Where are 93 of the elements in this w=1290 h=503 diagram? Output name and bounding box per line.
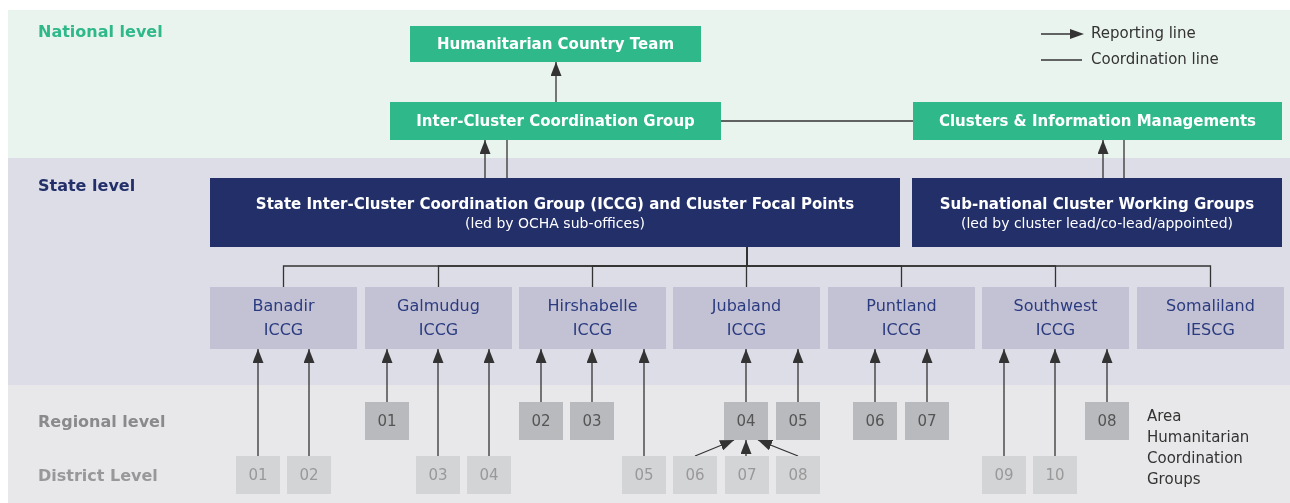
arrow (550, 61, 562, 103)
node-title: Sub-national Cluster Working Groups (939, 194, 1255, 213)
arrow (252, 348, 264, 457)
state-iccg-box (519, 287, 666, 349)
node-title: Somaliland IESCG (1166, 295, 1255, 341)
regional-group-box (853, 402, 897, 440)
node-title: 08 (1097, 412, 1117, 430)
state-box (210, 178, 900, 247)
arrow (1049, 348, 1061, 457)
node-title: 05 (788, 412, 808, 430)
node-subtitle: (led by OCHA sub-offices) (465, 214, 645, 231)
state-iccg-box (828, 287, 975, 349)
node-title: 06 (685, 466, 705, 484)
node-title: Clusters & Information Managements (938, 112, 1257, 130)
state-iccg-box (982, 287, 1129, 349)
arrow (586, 348, 598, 403)
national-box (410, 26, 701, 62)
arrow (740, 439, 752, 457)
node-title: 02 (531, 412, 551, 430)
arrow (921, 348, 933, 403)
connector-line (1123, 139, 1125, 179)
band-label: Regional level (38, 412, 166, 431)
connector-line (506, 139, 508, 179)
node-title: 05 (634, 466, 654, 484)
district-group-box (776, 456, 820, 494)
arrow (432, 348, 444, 457)
state-iccg-box (673, 287, 820, 349)
arrow (694, 439, 735, 457)
regional-group-box (776, 402, 820, 440)
district-group-box (725, 456, 769, 494)
arrow (869, 348, 881, 403)
regional-group-box (1085, 402, 1129, 440)
district-group-box (1033, 456, 1077, 494)
district-group-box (416, 456, 460, 494)
district-group-box (622, 456, 666, 494)
regional-group-box (570, 402, 614, 440)
node-title: Southwest ICCG (1013, 295, 1098, 341)
arrow (535, 348, 547, 403)
regional-group-box (519, 402, 563, 440)
district-group-box (982, 456, 1026, 494)
node-title: 06 (865, 412, 885, 430)
node-title: State Inter-Cluster Coordination Group (ICCG) and Cluster Focal Points (255, 194, 855, 213)
arrow (303, 348, 315, 457)
node-title: 04 (736, 412, 756, 430)
arrow (792, 348, 804, 403)
arrow (479, 139, 491, 179)
node-title: 10 (1045, 466, 1065, 484)
district-group-box (673, 456, 717, 494)
connector-line (720, 120, 914, 122)
node-title: Hirshabelle ICCG (547, 295, 638, 341)
arrow (757, 439, 799, 457)
node-title: 01 (248, 466, 268, 484)
node-title: Jubaland ICCG (711, 295, 782, 341)
arrow (381, 348, 393, 403)
legend-text: Reporting line (1091, 24, 1196, 42)
band-label: National level (38, 22, 163, 41)
node-title: Humanitarian Country Team (436, 35, 675, 53)
node-title: 02 (299, 466, 319, 484)
arrow (483, 348, 495, 457)
node-title: 04 (479, 466, 499, 484)
node-title: 03 (582, 412, 602, 430)
district-group-box (467, 456, 511, 494)
arrow (1101, 348, 1113, 403)
node-title: Banadir ICCG (252, 295, 315, 341)
band-label: State level (38, 176, 136, 195)
national-box (913, 102, 1282, 140)
regional-group-box (724, 402, 768, 440)
state-box (912, 178, 1282, 247)
node-title: 09 (994, 466, 1014, 484)
node-title: Puntland ICCG (866, 295, 937, 341)
arrow (998, 348, 1010, 457)
state-iccg-box (210, 287, 357, 349)
band-label: District Level (38, 466, 158, 485)
state-iccg-box (365, 287, 512, 349)
node-title: 08 (788, 466, 808, 484)
district-group-box (236, 456, 280, 494)
arrow (740, 348, 752, 403)
group-note: Area Humanitarian Coordination Groups (1147, 406, 1251, 490)
regional-group-box (365, 402, 409, 440)
node-title: 03 (428, 466, 448, 484)
regional-group-box (905, 402, 949, 440)
arrow (638, 348, 650, 457)
node-title: 07 (737, 466, 757, 484)
node-title: 01 (377, 412, 397, 430)
node-title: Galmudug ICCG (397, 295, 480, 341)
arrow (1097, 139, 1109, 179)
node-title: Inter-Cluster Coordination Group (416, 112, 695, 130)
national-box (390, 102, 721, 140)
legend-text: Coordination line (1091, 50, 1219, 68)
district-group-box (287, 456, 331, 494)
node-subtitle: (led by cluster lead/co-lead/appointed) (960, 214, 1234, 231)
state-iccg-box (1137, 287, 1284, 349)
node-title: 07 (917, 412, 937, 430)
